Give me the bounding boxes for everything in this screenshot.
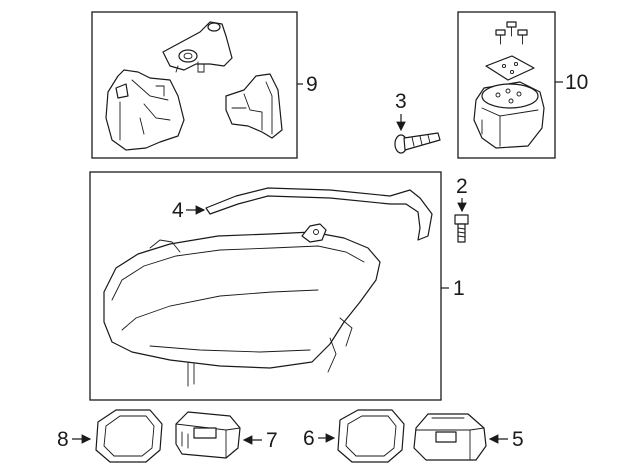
- callout-1: 1: [453, 277, 465, 300]
- screw-group: 2: [454, 175, 469, 243]
- ballast-part: [413, 413, 487, 461]
- gasket-left-group: 8: [57, 409, 163, 463]
- screw-part: [454, 214, 469, 243]
- control-unit-part: [175, 411, 241, 459]
- flange-bolt-part: [394, 132, 441, 154]
- control-unit-group: 7: [175, 411, 278, 459]
- module-screws-part: [495, 21, 528, 45]
- gasket-left-part: [95, 409, 163, 463]
- headlamp-box: [89, 171, 442, 401]
- callout-2: 2: [456, 175, 468, 198]
- gasket-right-group: 6: [303, 409, 405, 463]
- ballast-group: 5: [413, 413, 524, 461]
- gasket-right-part: [337, 409, 405, 463]
- callout-10: 10: [565, 71, 588, 94]
- headlamp-part: [103, 223, 381, 387]
- callout-8: 8: [57, 428, 69, 451]
- module-kit-group: 10: [457, 11, 588, 159]
- module-plate-part: [485, 55, 535, 81]
- upper-bracket-part: [162, 21, 233, 73]
- callout-6: 6: [303, 427, 315, 450]
- callout-9: 9: [306, 73, 318, 96]
- callout-4: 4: [172, 199, 184, 222]
- headlamp-group: 4 1: [89, 171, 465, 401]
- flange-bolt-group: 3: [394, 90, 441, 154]
- callout-7: 7: [266, 429, 278, 452]
- right-bracket-part: [225, 73, 283, 139]
- left-bracket-part: [105, 69, 185, 151]
- callout-5: 5: [512, 428, 524, 451]
- bracket-kit-box: [91, 11, 298, 159]
- callout-3: 3: [395, 90, 407, 113]
- module-kit-box: [457, 11, 556, 159]
- leveling-module-part: [473, 81, 545, 149]
- bracket-kit-group: 9: [91, 11, 318, 159]
- trim-strip-part: [205, 187, 433, 241]
